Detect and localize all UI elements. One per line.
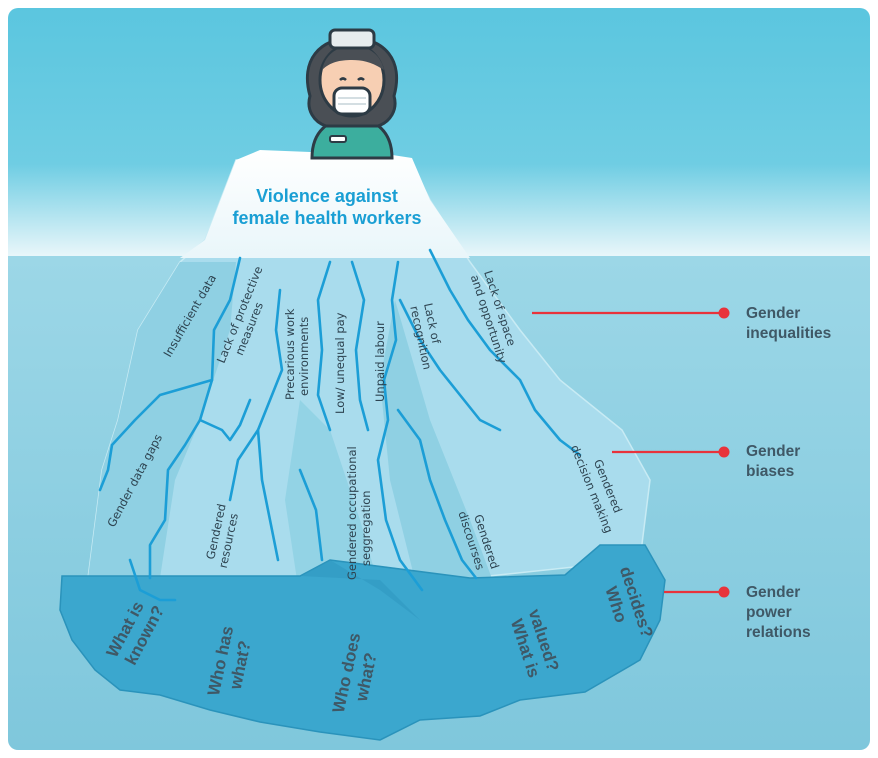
inequality-label-low-unequal-pay: Low/ unequal pay (333, 312, 347, 414)
svg-text:seggregation: seggregation (359, 490, 373, 566)
health-worker-illustration (305, 28, 399, 160)
layer-label-power-line3: relations (746, 624, 811, 641)
svg-text:Gendered occupational: Gendered occupational (345, 446, 359, 580)
iceberg-base (59, 544, 666, 741)
iceberg-shade-right (380, 300, 500, 600)
layer-label-biases-line2: biases (746, 463, 794, 480)
question-what-is-known: What is known? (103, 598, 169, 668)
svg-text:Precarious work: Precarious work (283, 308, 297, 400)
iceberg-tip (180, 150, 470, 258)
inequality-label-precarious-work-environments: Precarious work environments (283, 308, 311, 400)
connector-power-relations (664, 586, 730, 598)
inequality-label-unpaid-labour: Unpaid labour (373, 321, 387, 402)
tip-title-line2: female health workers (232, 208, 421, 228)
iceberg-shade-left (88, 262, 236, 578)
layer-label-inequalities-line2: inequalities (746, 325, 831, 342)
layer-label-power-line2: power (746, 604, 792, 621)
layer-label-inequalities-line1: Gender (746, 305, 800, 322)
bias-label-gendered-occupational-seggregation: Gendered occupational seggregation (345, 446, 373, 580)
layer-label-power-line1: Gender (746, 584, 800, 601)
svg-text:Low/ unequal pay: Low/ unequal pay (333, 312, 347, 414)
svg-text:environments: environments (297, 317, 311, 396)
connector-inequalities (532, 307, 730, 319)
svg-text:Unpaid labour: Unpaid labour (373, 321, 387, 402)
tip-title-line1: Violence against (256, 186, 398, 206)
layer-label-biases-line1: Gender (746, 443, 800, 460)
connector-biases (612, 446, 730, 458)
cracks (98, 248, 582, 602)
iceberg-shade-center (285, 400, 380, 600)
iceberg-base-shadow (300, 560, 420, 620)
